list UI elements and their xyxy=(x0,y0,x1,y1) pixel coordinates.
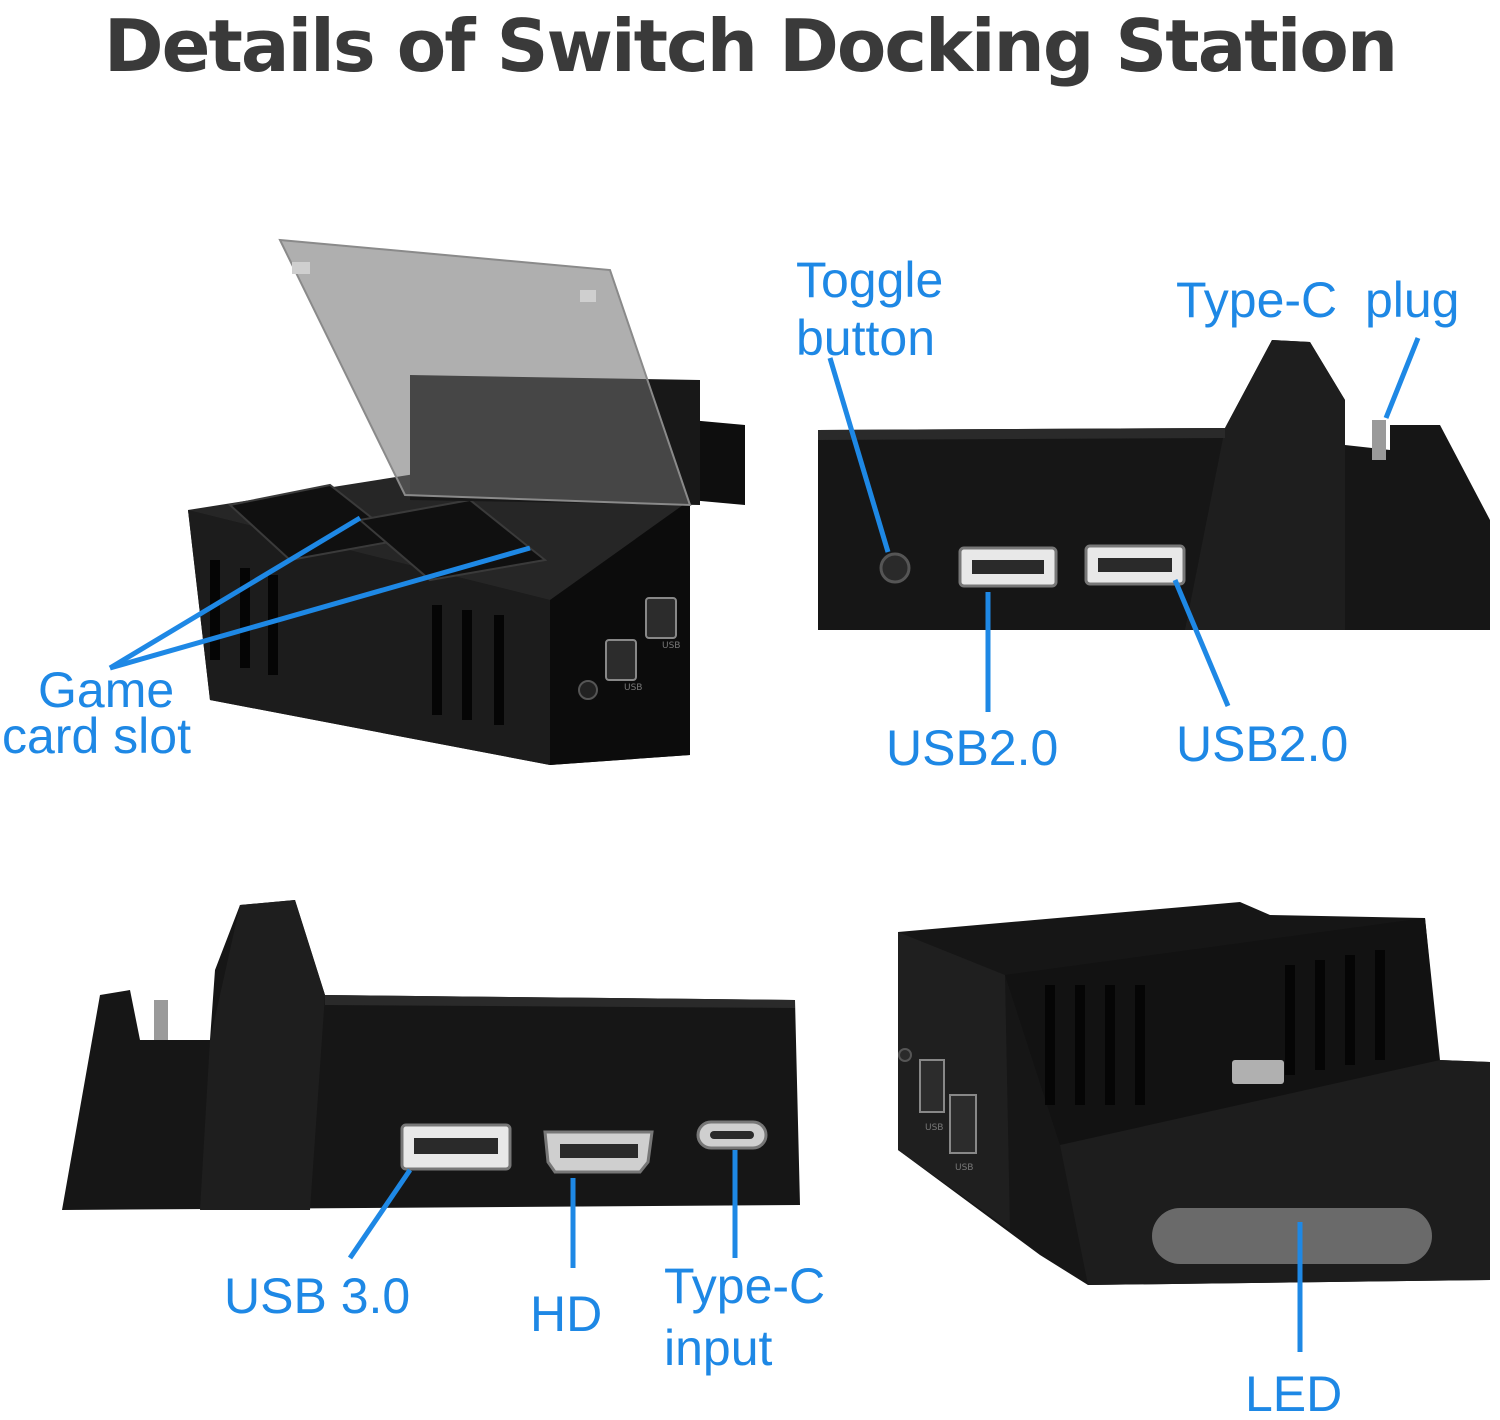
label-input: input xyxy=(664,1320,773,1376)
usb-mark: USB xyxy=(925,1123,943,1133)
pointers-back-view xyxy=(347,1150,738,1268)
page-title: Details of Switch Docking Station xyxy=(103,4,1398,88)
label-hd: HD xyxy=(530,1286,603,1342)
label-usb3: USB 3.0 xyxy=(224,1268,411,1324)
label-usb2-left: USB2.0 xyxy=(886,720,1059,776)
label-type-c-plug: Type-C plug xyxy=(1176,272,1460,328)
pointer-game-card-slot xyxy=(108,515,531,671)
dock-side-view-icon xyxy=(818,340,1490,630)
label-usb2-right: USB2.0 xyxy=(1176,716,1349,772)
dock-back-view-icon xyxy=(62,900,800,1210)
label-game: Game xyxy=(38,662,175,718)
label-led: LED xyxy=(1245,1366,1343,1420)
usb-mark: USB xyxy=(662,641,680,651)
usb-mark: USB xyxy=(955,1163,973,1173)
dock-top-view-icon: USB USB xyxy=(188,238,745,765)
pointers-side-view xyxy=(827,337,1421,712)
dock-front-view-icon: USB USB xyxy=(898,902,1490,1285)
label-card-slot: card slot xyxy=(2,708,191,764)
label-button: button xyxy=(796,310,936,366)
label-type-c: Type-C xyxy=(664,1258,826,1314)
led-bar xyxy=(1152,1208,1432,1264)
usb-mark: USB xyxy=(624,683,642,693)
label-toggle: Toggle xyxy=(796,252,944,308)
